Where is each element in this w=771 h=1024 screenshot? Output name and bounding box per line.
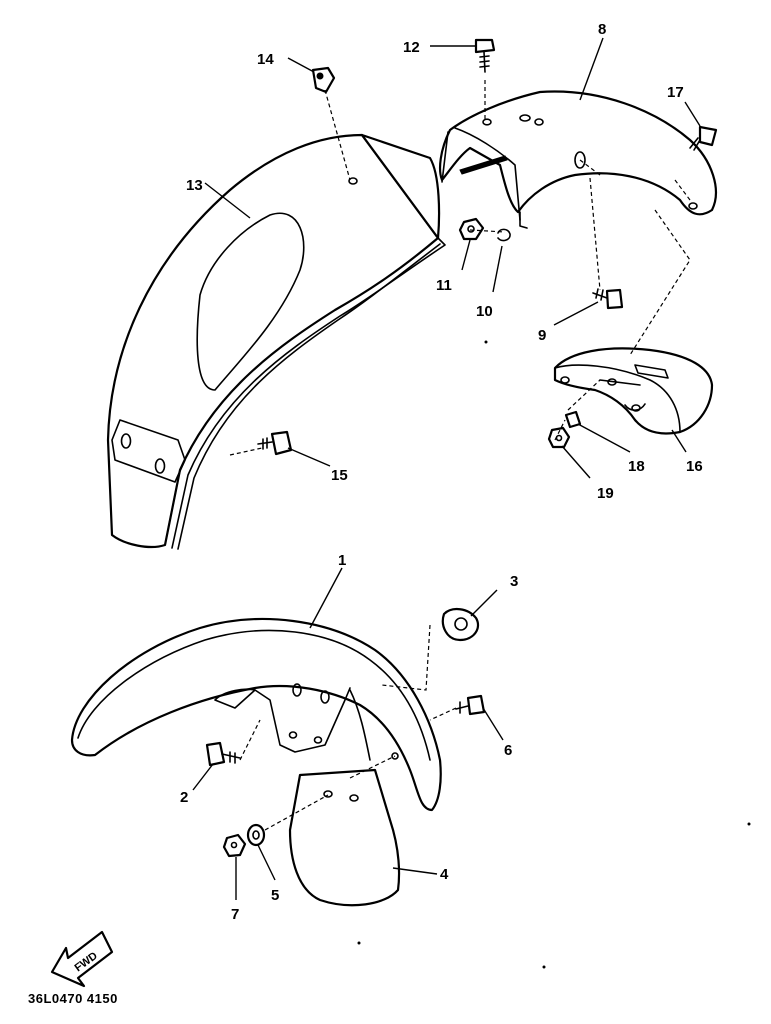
clip-part-14: [311, 66, 336, 94]
screw-part-18: [564, 410, 582, 429]
callout-labels: 1 2 3 4 5 6 7 8 9 10 11 12 13 14 15 16 1…: [180, 21, 703, 923]
callout-18: 18: [628, 458, 645, 475]
rear-fender-part-13: [106, 133, 446, 550]
callout-19: 19: [597, 485, 614, 502]
leader-lines: [192, 37, 701, 900]
tail-light-bracket-part-16: [553, 347, 714, 435]
nut-part-7: [222, 833, 247, 858]
washer-part-10: [497, 228, 511, 242]
callout-16: 16: [686, 458, 703, 475]
callout-10: 10: [476, 303, 493, 320]
bolt-part-2: [205, 741, 241, 767]
callout-5: 5: [271, 887, 279, 904]
bolt-part-15: [257, 430, 293, 456]
rear-fender-stay-part-8: [439, 90, 717, 229]
bolt-part-12: [474, 38, 496, 73]
forward-arrow-icon: FWD: [50, 930, 114, 988]
front-fender-part-1: [70, 617, 442, 812]
callout-7: 7: [231, 906, 239, 923]
drawing-number: 36L0470 4150: [28, 991, 118, 1006]
callout-17: 17: [667, 84, 684, 101]
callout-4: 4: [440, 866, 449, 883]
bolt-part-17: [689, 125, 718, 151]
washer-part-5: [246, 823, 266, 847]
callout-6: 6: [504, 742, 512, 759]
callout-1: 1: [338, 552, 346, 569]
callout-9: 9: [538, 327, 546, 344]
bolt-part-6: [455, 694, 486, 716]
callout-13: 13: [186, 177, 203, 194]
callout-2: 2: [180, 789, 188, 806]
callout-11: 11: [436, 277, 452, 294]
callout-8: 8: [598, 21, 606, 38]
nut-part-11: [458, 217, 485, 241]
assembly-lines: [229, 80, 691, 831]
callout-14: 14: [257, 51, 274, 68]
mud-flap-part-4: [288, 768, 401, 907]
callout-15: 15: [331, 467, 348, 484]
callout-12: 12: [403, 39, 420, 56]
bolt-part-9: [592, 288, 624, 310]
cap-part-3: [441, 608, 480, 642]
scan-specks: [357, 340, 751, 969]
callout-3: 3: [510, 573, 518, 590]
